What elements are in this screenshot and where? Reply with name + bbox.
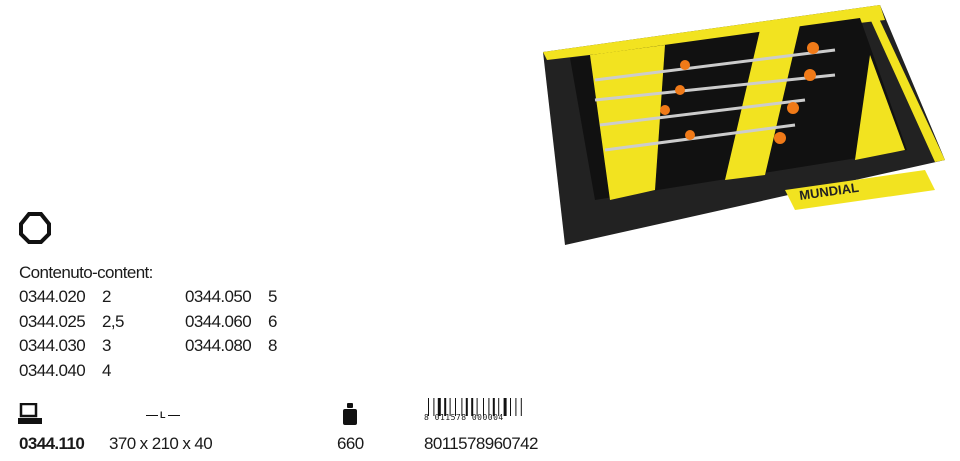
barcode-bar bbox=[492, 398, 495, 416]
barcode-bar bbox=[498, 398, 500, 416]
barcode-bar bbox=[520, 398, 522, 416]
item-code: 0344.025 bbox=[19, 311, 86, 331]
barcode-bar bbox=[455, 398, 456, 416]
item-size: 4 bbox=[102, 360, 111, 380]
item-code: 0344.050 bbox=[185, 287, 252, 306]
item-size: 3 bbox=[102, 336, 111, 355]
weight: 660 bbox=[337, 434, 364, 453]
item-size: 6 bbox=[268, 311, 277, 331]
barcode-bar bbox=[444, 398, 447, 416]
product-image: MUNDIAL bbox=[543, 5, 945, 245]
item-code: 0344.030 bbox=[19, 336, 86, 355]
item-size: 5 bbox=[268, 287, 277, 306]
barcode-bar bbox=[433, 398, 435, 416]
barcode-bar bbox=[503, 398, 507, 416]
barcode-bar bbox=[488, 398, 490, 416]
hexagon-socket-icon bbox=[19, 212, 51, 244]
length-label: L bbox=[160, 410, 166, 420]
barcode-bar bbox=[510, 398, 511, 416]
barcode-bar bbox=[476, 398, 478, 416]
item-code: 0344.020 bbox=[19, 287, 86, 306]
item-code: 0344.080 bbox=[185, 336, 252, 355]
barcode-bar bbox=[465, 398, 468, 416]
barcode-bar bbox=[483, 398, 484, 416]
item-size: 2 bbox=[102, 287, 111, 306]
contents-heading: Contenuto-content: bbox=[19, 263, 153, 282]
barcode-bar bbox=[461, 398, 463, 416]
item-size: 2,5 bbox=[102, 311, 124, 331]
barcode-bar bbox=[471, 398, 474, 416]
ean-code: 8011578960742 bbox=[424, 434, 538, 453]
barcode-label: 8 011578 000004 bbox=[424, 413, 504, 422]
length-dimension-icon: L bbox=[146, 410, 180, 420]
barcode-bar bbox=[428, 398, 429, 416]
weight-icon bbox=[343, 403, 357, 425]
barcode-bar bbox=[515, 398, 517, 416]
barcode-bar bbox=[437, 398, 441, 416]
barcode-icon: 8 011578 000004 bbox=[424, 398, 548, 426]
item-code: 0344.040 bbox=[19, 360, 86, 380]
barcode-bar bbox=[449, 398, 451, 416]
product-code: 0344.110 bbox=[19, 434, 85, 453]
computer-icon bbox=[18, 403, 42, 424]
dimensions: 370 x 210 x 40 bbox=[109, 434, 213, 453]
item-size: 8 bbox=[268, 336, 277, 355]
item-code: 0344.060 bbox=[185, 311, 252, 331]
